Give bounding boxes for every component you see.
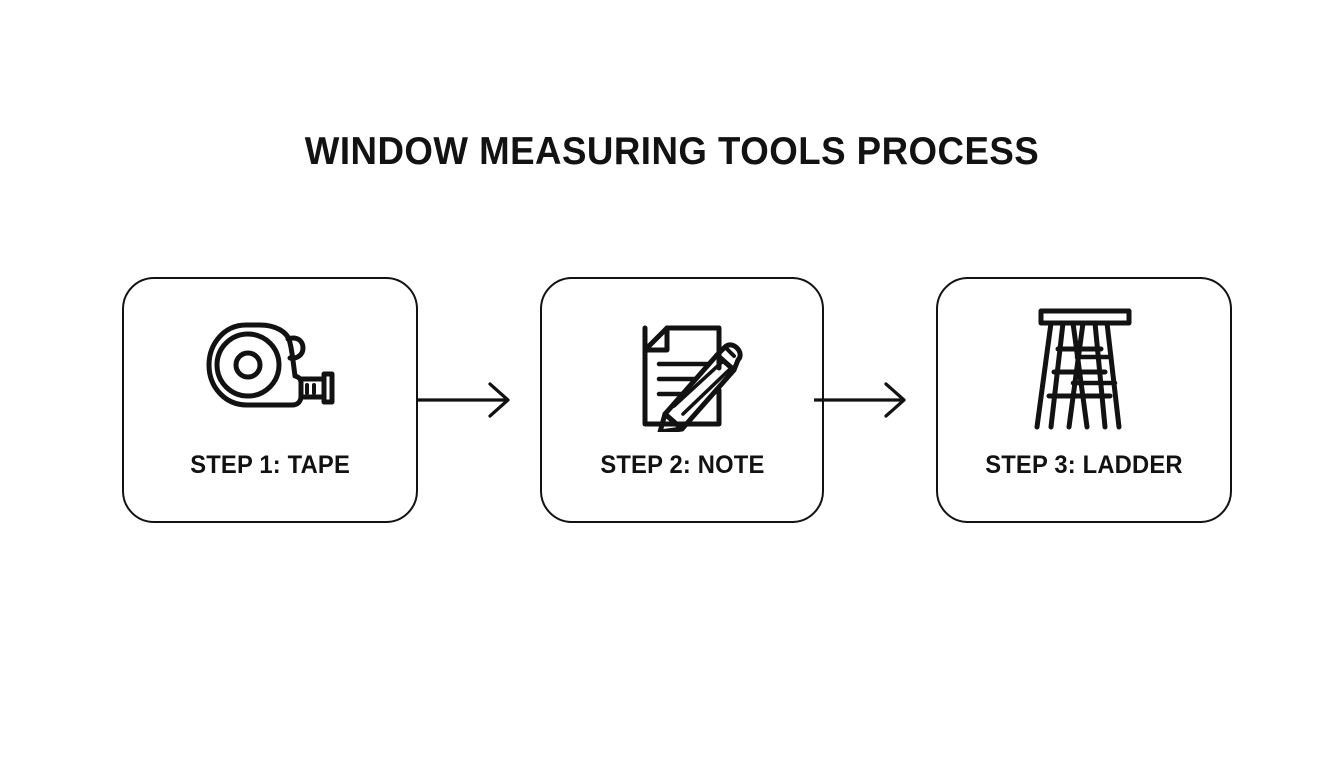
note-with-pencil-icon	[607, 309, 757, 432]
process-flow: STEP 1: TAPE	[122, 277, 1232, 523]
tape-measure-icon	[195, 309, 345, 429]
arrow-right-icon-2	[814, 376, 910, 424]
step-card-3[interactable]: STEP 3: LADDER	[936, 277, 1232, 523]
step-card-2-label: STEP 2: NOTE	[599, 451, 765, 479]
step-ladder-icon	[1009, 308, 1159, 430]
step-card-1[interactable]: STEP 1: TAPE	[122, 277, 418, 523]
step-card-1-label: STEP 1: TAPE	[190, 451, 350, 479]
page-title: WINDOW MEASURING TOOLS PROCESS	[304, 130, 1040, 173]
step-card-3-label: STEP 3: LADDER	[985, 451, 1183, 479]
arrow-right-icon-1	[418, 376, 514, 424]
step-card-2[interactable]: STEP 2: NOTE	[540, 277, 824, 523]
